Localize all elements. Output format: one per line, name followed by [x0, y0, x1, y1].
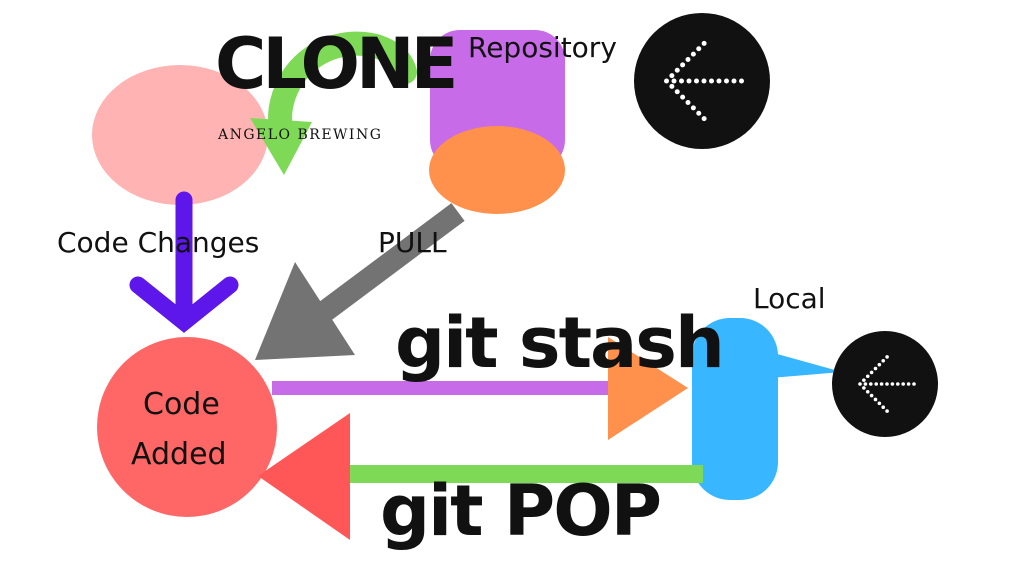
- git-stash-label: git stash: [395, 302, 725, 384]
- working-copy-blob: [92, 65, 268, 205]
- code-added-circle: [97, 337, 277, 517]
- brand-label: ANGELO BREWING: [218, 127, 383, 143]
- pull-label: PULL: [378, 226, 447, 259]
- dotted-left-arrow-icon[interactable]: [634, 13, 770, 149]
- pop-arrow: [258, 413, 703, 540]
- pull-arrow: [255, 203, 465, 360]
- repository-label: Repository: [468, 31, 617, 64]
- code-added-label-line1: Code: [143, 387, 220, 422]
- repository-cylinder: [429, 30, 565, 214]
- clone-title: CLONE: [215, 23, 458, 105]
- local-shape: [692, 318, 842, 500]
- local-label: Local: [753, 282, 826, 315]
- git-pop-label: git POP: [380, 470, 662, 552]
- stash-arrow: [272, 337, 688, 440]
- clone-arrow: [250, 31, 417, 175]
- code-added-label-line2: Added: [131, 437, 227, 472]
- dotted-left-arrow-icon[interactable]: [832, 331, 938, 437]
- code-changes-label: Code Changes: [57, 226, 260, 259]
- code-changes-arrow: [129, 191, 239, 333]
